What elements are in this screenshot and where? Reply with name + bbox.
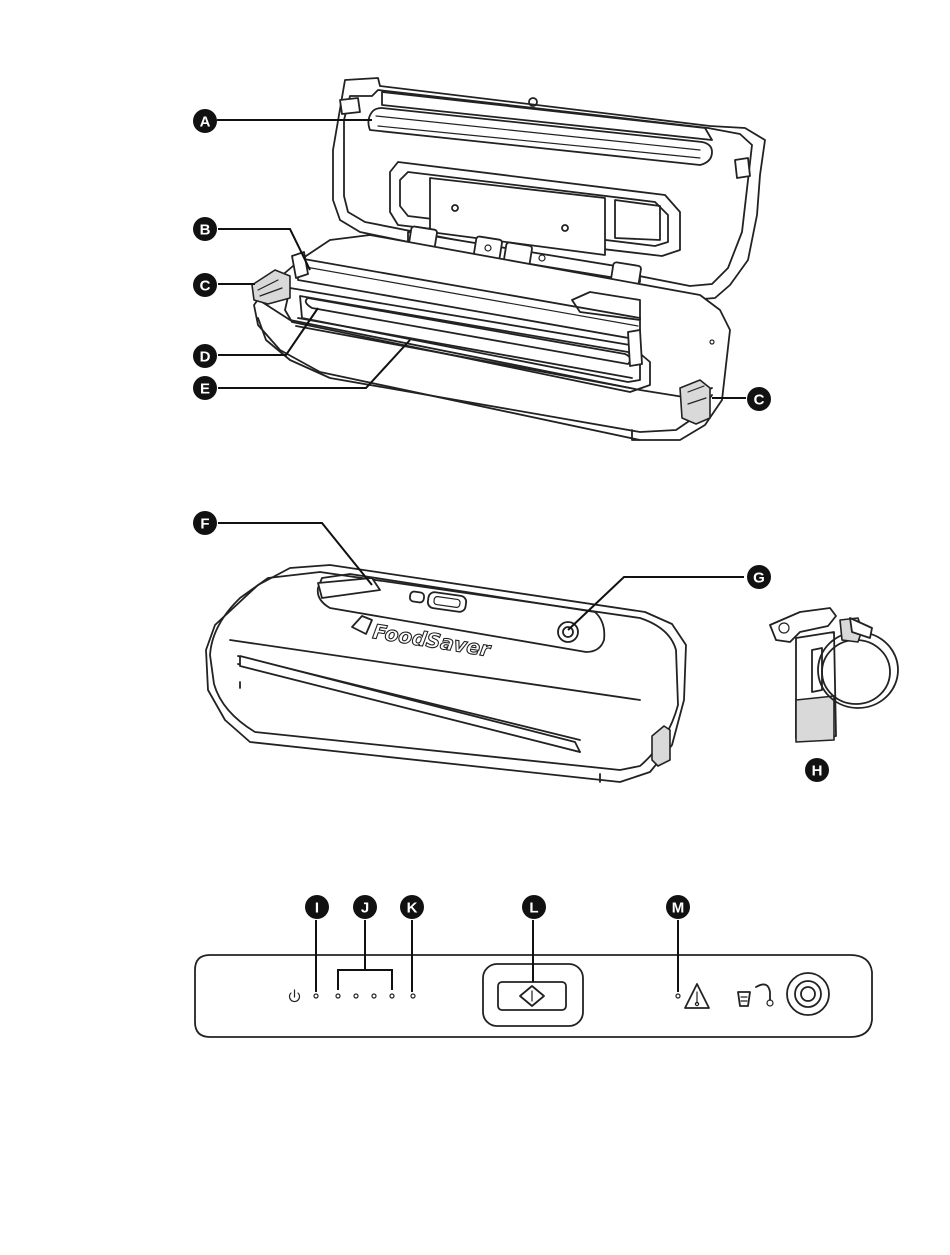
callout-b: B: [193, 217, 217, 241]
svg-text:C: C: [200, 278, 211, 295]
svg-text:G: G: [753, 570, 765, 587]
svg-text:I: I: [315, 900, 319, 917]
handheld-sealer-accessory: [770, 608, 898, 742]
svg-text:J: J: [361, 900, 369, 917]
callout-k: K: [400, 895, 424, 919]
open-appliance-illustration: [252, 78, 765, 440]
callout-a: A: [193, 109, 217, 133]
callout-h: H: [805, 758, 829, 782]
callout-m: M: [666, 895, 690, 919]
svg-text:F: F: [200, 516, 209, 533]
closed-appliance-illustration: FoodSaver: [206, 565, 686, 782]
callout-f: F: [193, 511, 217, 535]
callout-l: L: [522, 895, 546, 919]
svg-text:M: M: [672, 900, 685, 917]
callout-j: J: [353, 895, 377, 919]
svg-text:D: D: [200, 349, 211, 366]
svg-text:K: K: [407, 900, 418, 917]
callout-g: G: [747, 565, 771, 589]
callout-c-right: C: [747, 387, 771, 411]
svg-text:E: E: [200, 381, 210, 398]
svg-text:A: A: [200, 114, 211, 131]
callout-e: E: [193, 376, 217, 400]
svg-text:C: C: [754, 392, 765, 409]
callout-d: D: [193, 344, 217, 368]
svg-text:H: H: [812, 763, 823, 780]
svg-text:B: B: [200, 222, 211, 239]
callout-c-left: C: [193, 273, 217, 297]
svg-text:L: L: [529, 900, 538, 917]
callout-i: I: [305, 895, 329, 919]
accessory-port-icon[interactable]: [787, 973, 829, 1015]
